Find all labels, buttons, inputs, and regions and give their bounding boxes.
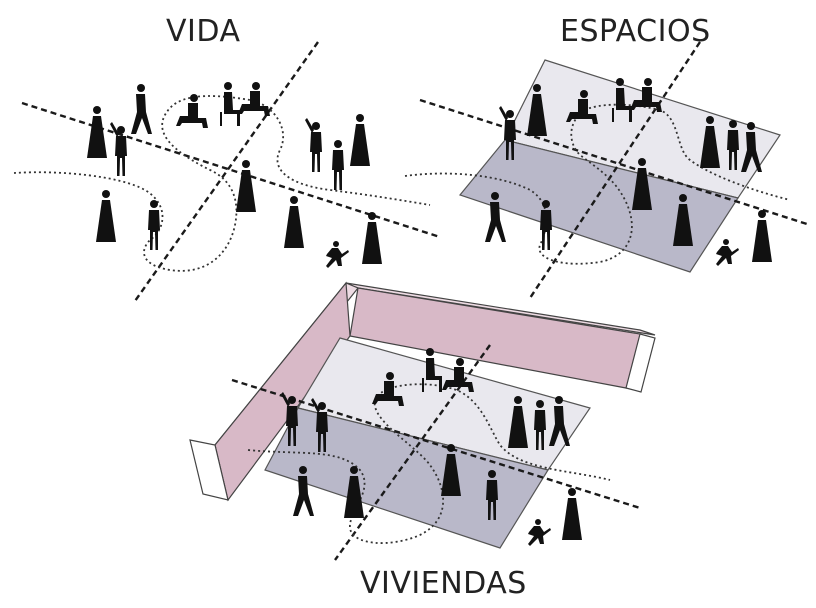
walking-person-icon [131, 84, 152, 134]
seated-person-icon [176, 94, 208, 128]
dress-person-icon [236, 160, 256, 212]
dress-person-icon [752, 210, 772, 262]
panel-title-vida: VIDA [166, 14, 241, 49]
plane-dark [458, 139, 739, 273]
panel-vida [13, 41, 441, 302]
panel-viviendas [189, 281, 656, 561]
standing-person-icon [332, 140, 344, 190]
wall-end [189, 439, 229, 501]
dress-person-icon [96, 190, 116, 242]
axis-line [419, 98, 811, 227]
seated-person-icon [220, 82, 240, 126]
wall-end [625, 333, 656, 393]
plane-dark [264, 407, 549, 549]
dress-person-icon [562, 488, 582, 540]
dress-person-icon [350, 114, 370, 166]
running-child-icon [716, 239, 739, 266]
axis-line [334, 344, 491, 561]
dress-person-icon [87, 106, 107, 158]
panel-title-viviendas: VIVIENDAS [360, 566, 527, 601]
standing-person-icon [305, 118, 322, 172]
panel-espacios [404, 41, 811, 299]
movement-path [13, 95, 431, 272]
seated-person-icon [238, 82, 270, 116]
axis-line [134, 41, 319, 302]
panel-title-espacios: ESPACIOS [560, 14, 711, 49]
axis-line [21, 101, 441, 239]
axis-line [529, 41, 701, 299]
standing-person-icon [110, 122, 127, 176]
dress-person-icon [362, 212, 382, 264]
dress-person-icon [284, 196, 304, 248]
standing-person-icon [148, 200, 160, 250]
running-child-icon [528, 519, 551, 546]
axis-line [231, 378, 641, 510]
running-child-icon [326, 241, 349, 268]
